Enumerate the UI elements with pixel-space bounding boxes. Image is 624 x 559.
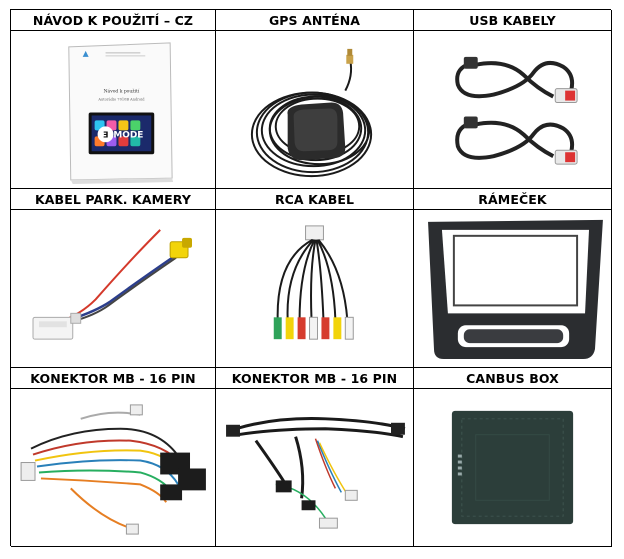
frame-image (414, 210, 612, 368)
header-mb-connector-1: KONEKTOR MB - 16 PIN (11, 368, 216, 389)
header-parking-camera-cable: KABEL PARK. KAMERY (11, 189, 216, 210)
canbus-box-image (414, 389, 612, 547)
parking-camera-cable-icon (32, 229, 192, 340)
header-manual: NÁVOD K POUŽITÍ – CZ (11, 10, 216, 31)
rca-cable-icon (273, 225, 354, 340)
mb-connector-2-image (216, 389, 414, 547)
header-rca-cable: RCA KABEL (216, 189, 414, 210)
mounting-frame-icon (428, 219, 603, 360)
header-frame: RÁMEČEK (414, 189, 612, 210)
gps-antenna-image (216, 31, 414, 189)
header-canbus-box: CANBUS BOX (414, 368, 612, 389)
accessories-table: NÁVOD K POUŽITÍ – CZ GPS ANTÉNA USB KABE… (10, 9, 612, 547)
svg-text:Ǝ: Ǝ (103, 130, 108, 139)
manual-subtitle: Autorádio 7010B Android (97, 98, 145, 102)
header-usb-cables: USB KABELY (414, 10, 612, 31)
manual-title: Návod k použití (104, 88, 140, 95)
parking-camera-cable-image (11, 210, 216, 368)
header-mb-connector-2: KONEKTOR MB - 16 PIN (216, 368, 414, 389)
gps-antenna-icon (250, 48, 373, 178)
mb-16pin-harness-alt-icon (226, 417, 406, 529)
manual-screen-logo: MODE (113, 130, 143, 140)
usb-cables-image (414, 31, 612, 189)
canbus-box-icon (451, 410, 574, 525)
manual-image: Návod k použití Autorádio 7010B Android … (11, 31, 216, 189)
header-gps-antenna: GPS ANTÉNA (216, 10, 414, 31)
usb-cables-icon (455, 56, 578, 165)
manual-booklet-icon: Návod k použití Autorádio 7010B Android … (68, 42, 174, 185)
mb-16pin-harness-icon (20, 404, 206, 535)
mb-connector-1-image (11, 389, 216, 547)
rca-cable-image (216, 210, 414, 368)
